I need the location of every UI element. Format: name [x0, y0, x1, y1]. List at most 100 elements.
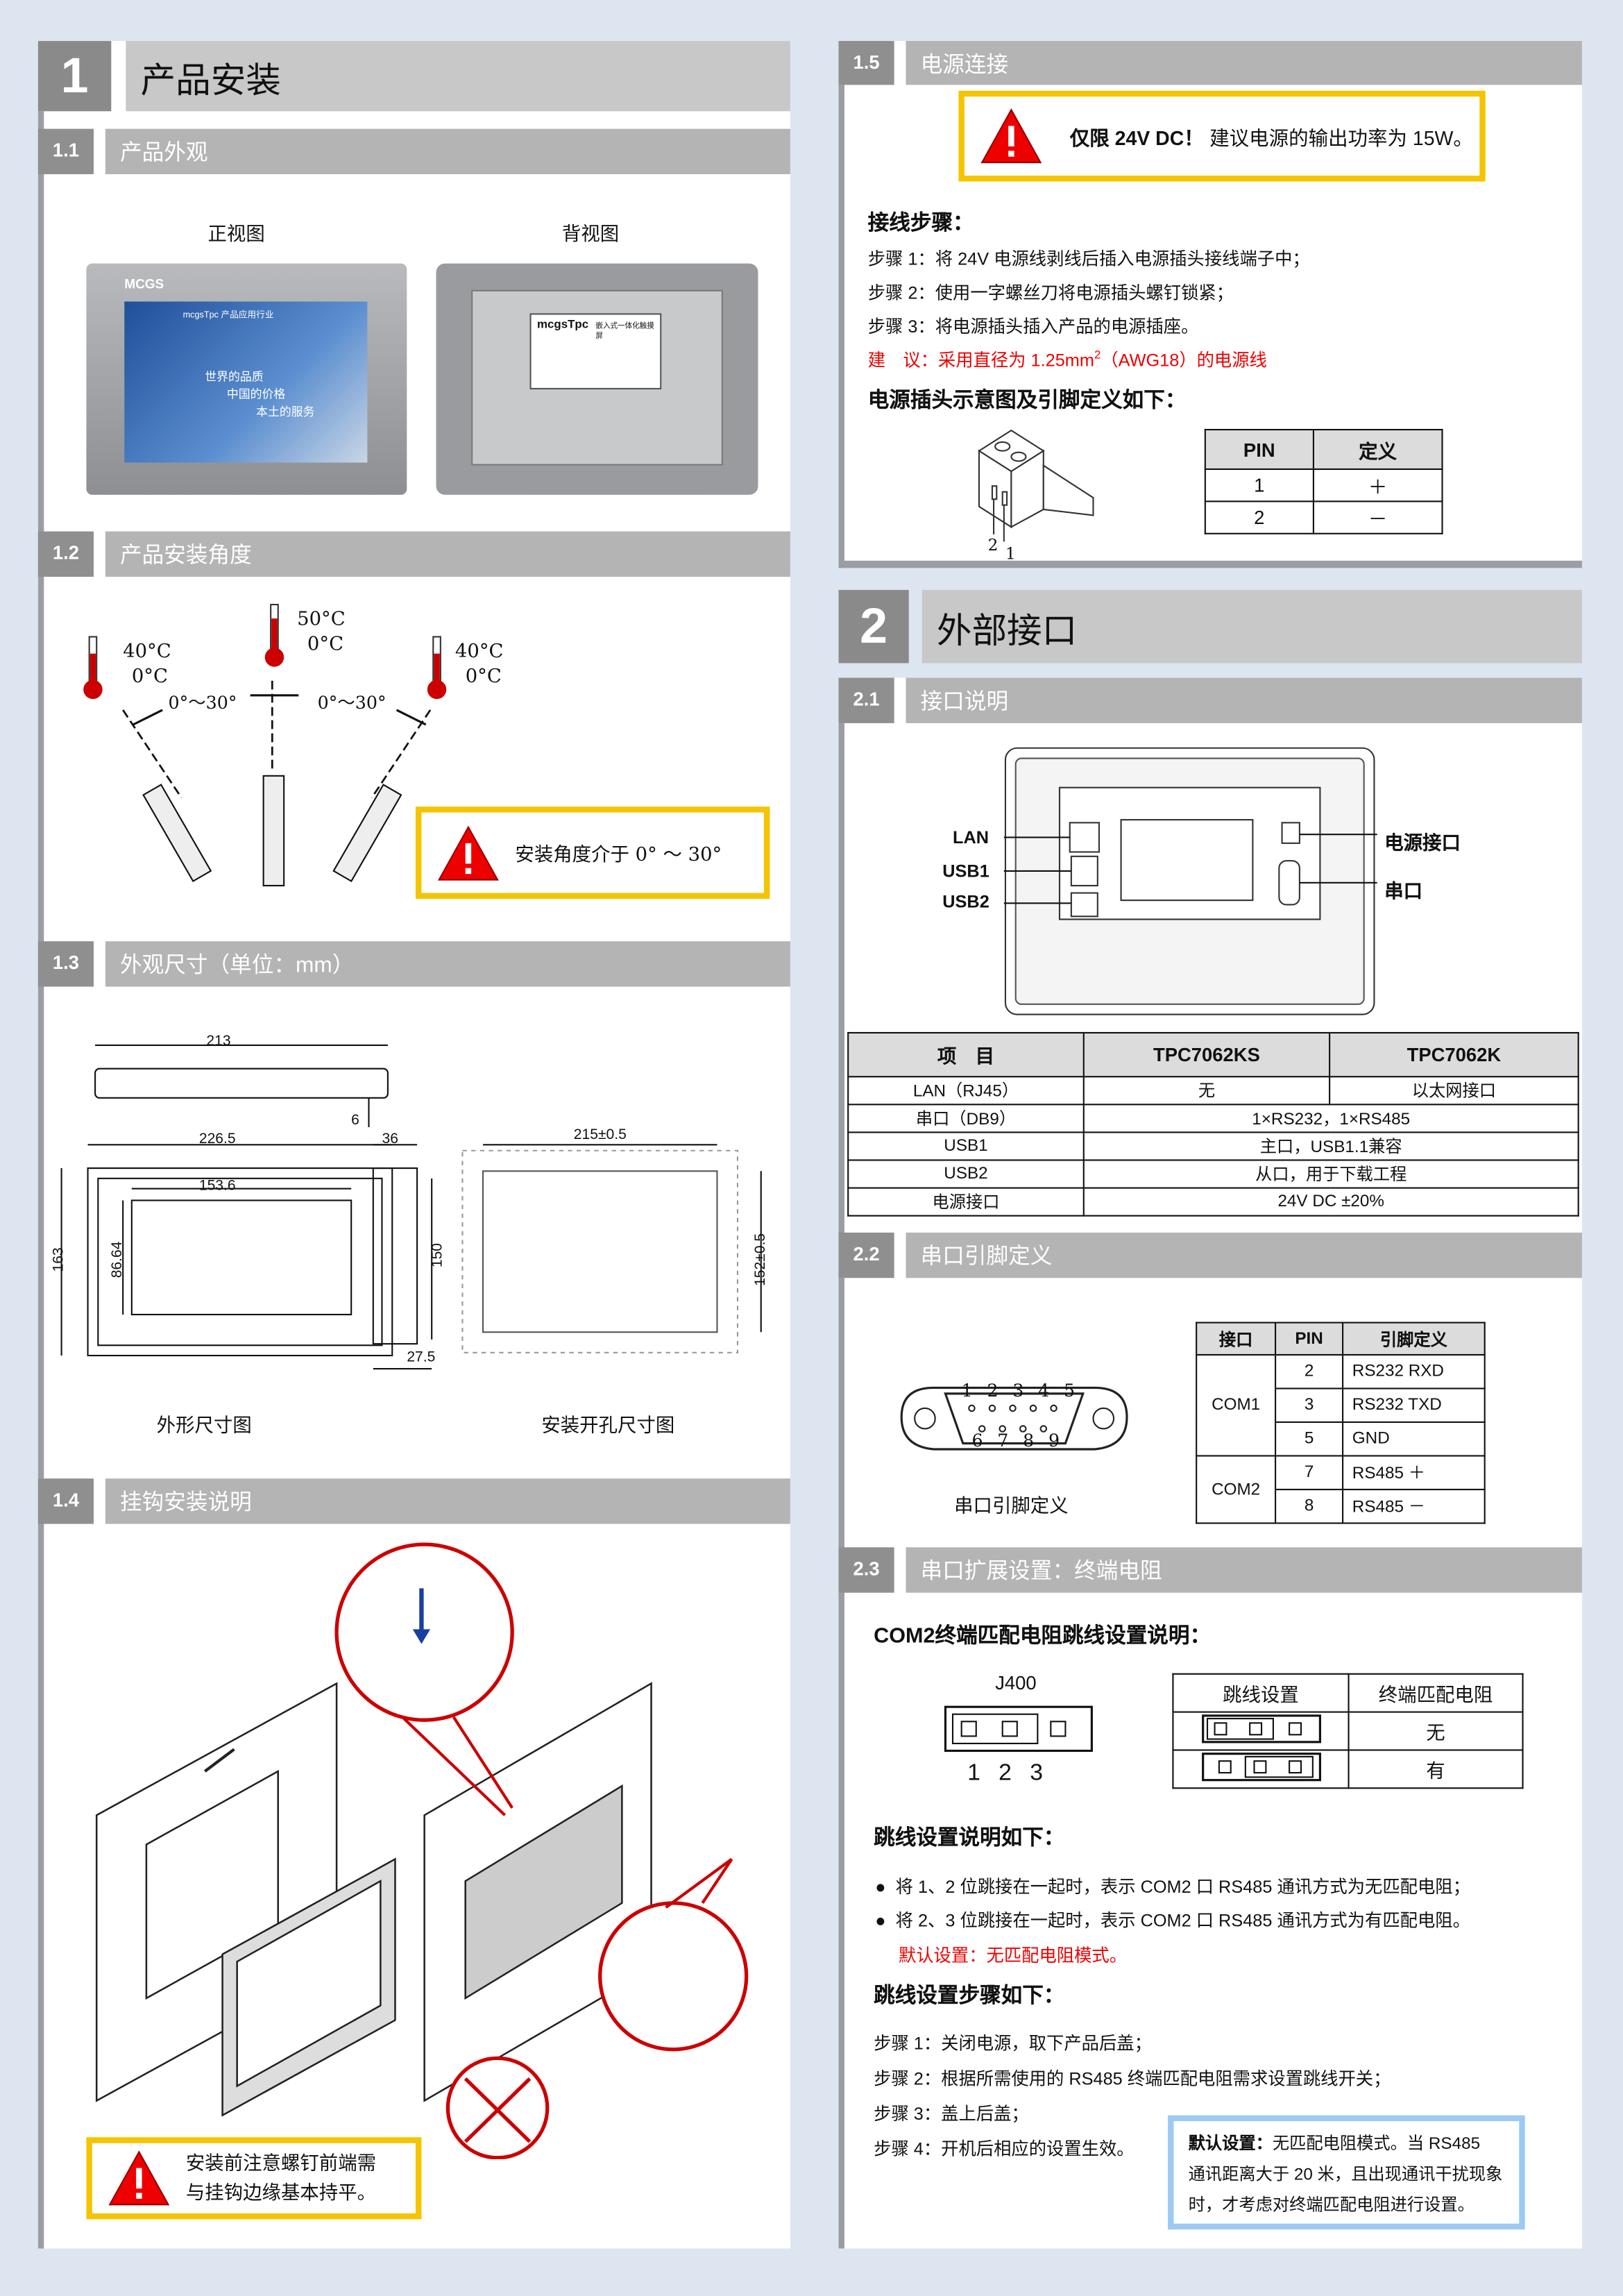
dim-label: 213: [206, 1033, 231, 1050]
power-plug-icon: [978, 429, 1094, 542]
section-title: 产品安装: [126, 41, 790, 112]
diagram-heading: 电源插头示意图及引脚定义如下：: [867, 389, 1187, 413]
td: 以太网接口: [1329, 1076, 1579, 1106]
left-stripe: [37, 111, 44, 2249]
td: RS485 ＋: [1342, 1455, 1486, 1491]
th: 项 目: [847, 1031, 1085, 1078]
warning-icon: [108, 2150, 170, 2206]
td: GND: [1342, 1421, 1486, 1457]
back-view-label: 背视图: [561, 222, 620, 245]
angle-warning: 安装角度介于 0° ～ 30°: [415, 807, 770, 899]
subsection-title: 产品外观: [105, 128, 790, 174]
td: RS232 TXD: [1342, 1387, 1486, 1424]
td: 有: [1348, 1749, 1524, 1789]
td: COM1: [1196, 1353, 1277, 1457]
th: 终端匹配电阻: [1348, 1673, 1524, 1713]
temp-label: 0°C: [131, 666, 168, 689]
steps-heading: 跳线设置步骤如下：: [874, 1984, 1065, 2009]
warning-icon: [980, 108, 1042, 164]
db9-bottom-pins: 6 7 8 9: [971, 1430, 1064, 1451]
warning-text: 与挂钩边缘基本持平。: [185, 2181, 377, 2204]
subsection-title: 产品安装角度: [105, 531, 790, 577]
temp-label: 50°C: [297, 609, 346, 632]
db9-connector-icon: [900, 1386, 1128, 1451]
subsection-title: 电源连接: [906, 41, 1582, 85]
note-text: 时，才考虑对终端匹配电阻进行设置。: [1188, 2197, 1475, 2215]
th: 定义: [1312, 428, 1443, 471]
subsection-number: 1.5: [838, 41, 894, 85]
section-number: 1: [37, 41, 112, 112]
subsection-number: 2.1: [838, 677, 894, 723]
td: ＋: [1312, 468, 1443, 503]
caption: 外形尺寸图: [156, 1414, 252, 1437]
bullet-icon: ●: [875, 1910, 886, 1931]
db9-top-pins: 1 2 3 4 5: [962, 1381, 1080, 1401]
dim-label: 86.64: [110, 1241, 126, 1278]
angle-label: 0°～30°: [317, 692, 386, 714]
th: TPC7062K: [1329, 1031, 1579, 1078]
warning-bold: 仅限 24V DC！: [1069, 127, 1204, 150]
bullet-item: ● 将 1、2 位跳接在一起时，表示 COM2 口 RS485 通讯方式为无匹配…: [875, 1874, 1470, 1899]
dim-label: 152±0.5: [753, 1233, 770, 1286]
bullet-text: 将 2、3 位跳接在一起时，表示 COM2 口 RS485 通讯方式为有匹配电阻…: [895, 1910, 1470, 1931]
td: COM2: [1196, 1455, 1277, 1524]
default-note-box: 默认设置：无匹配电阻模式。当 RS485 通讯距离大于 20 米，且出现通讯干扰…: [1168, 2115, 1525, 2230]
hook-install-illustration: [95, 1542, 749, 2159]
panel-logo: MCGS: [124, 276, 164, 292]
screen-brand: mcgsTpc 产品应用行业: [182, 312, 274, 321]
num: 3: [1030, 1761, 1049, 1787]
desc-heading: 跳线设置说明如下：: [874, 1827, 1065, 1850]
td: 1: [1204, 468, 1314, 503]
caption: 串口引脚定义: [954, 1494, 1069, 1517]
advice-sup: 2: [1094, 348, 1101, 362]
td: 电源接口: [847, 1187, 1085, 1217]
front-view-label: 正视图: [207, 222, 265, 245]
screen-text: 中国的价格: [226, 387, 286, 401]
th: 跳线设置: [1172, 1673, 1350, 1713]
num: 1: [967, 1761, 987, 1787]
rear-interface-diagram: [1003, 747, 1377, 1015]
pin: 8: [1023, 1430, 1039, 1451]
td: 2: [1275, 1353, 1344, 1390]
back-sub: 嵌入式一体化触摸屏: [595, 322, 654, 341]
pin-label: 1: [1005, 544, 1016, 564]
port-label-usb2: USB2: [942, 891, 989, 912]
advice-end: （AWG18）的电源线: [1101, 350, 1267, 371]
advice-text: 建 议：采用直径为 1.25mm2（AWG18）的电源线: [868, 347, 1267, 372]
advice-main: 建 议：采用直径为 1.25mm: [867, 350, 1094, 371]
step-text: 步骤 3：盖上后盖；: [874, 2103, 1029, 2125]
screen-text: 世界的品质: [205, 370, 264, 384]
th: 引脚定义: [1342, 1322, 1486, 1356]
step-text: 步骤 3：将电源插头插入产品的电源插座。: [867, 316, 1199, 337]
warning-text: 建议电源的输出功率为 15W。: [1209, 127, 1473, 150]
td: 24V DC ±20%: [1082, 1187, 1579, 1217]
power-warning: 仅限 24V DC！建议电源的输出功率为 15W。: [958, 90, 1486, 182]
angle-label: 0°～30°: [168, 692, 237, 714]
dim-label: 6: [351, 1112, 359, 1129]
td: 2: [1204, 500, 1314, 534]
th: TPC7062KS: [1082, 1031, 1331, 1078]
pin-label: 2: [987, 535, 999, 555]
bullet-item: ● 将 2、3 位跳接在一起时，表示 COM2 口 RS485 通讯方式为有匹配…: [875, 1907, 1470, 1932]
pin: 6: [971, 1430, 987, 1451]
note-text: 无匹配电阻模式。当 RS485: [1272, 2136, 1481, 2154]
back-view-image: mcgsTpc 嵌入式一体化触摸屏: [436, 263, 758, 495]
pin: 2: [987, 1380, 1003, 1401]
pin: 7: [997, 1430, 1013, 1451]
note-bold: 默认设置：: [1188, 2136, 1273, 2154]
temp-label: 40°C: [454, 641, 504, 664]
td: 7: [1275, 1455, 1344, 1491]
steps-heading: 接线步骤：: [867, 212, 974, 236]
td: 5: [1275, 1421, 1344, 1457]
note-text: 通讯距离大于 20 米，且出现通讯干扰现象: [1188, 2166, 1503, 2184]
step-text: 步骤 1：关闭电源，取下产品后盖；: [874, 2033, 1152, 2054]
dim-label: 150: [430, 1242, 446, 1268]
subsection-number: 2.2: [838, 1232, 894, 1278]
section-number: 2: [838, 589, 909, 664]
dim-label: 215±0.5: [573, 1127, 627, 1144]
th: 接口: [1196, 1322, 1277, 1356]
step-text: 步骤 2：根据所需使用的 RS485 终端匹配电阻需求设置跳线开关；: [874, 2068, 1391, 2089]
section-title: 外部接口: [921, 589, 1582, 664]
